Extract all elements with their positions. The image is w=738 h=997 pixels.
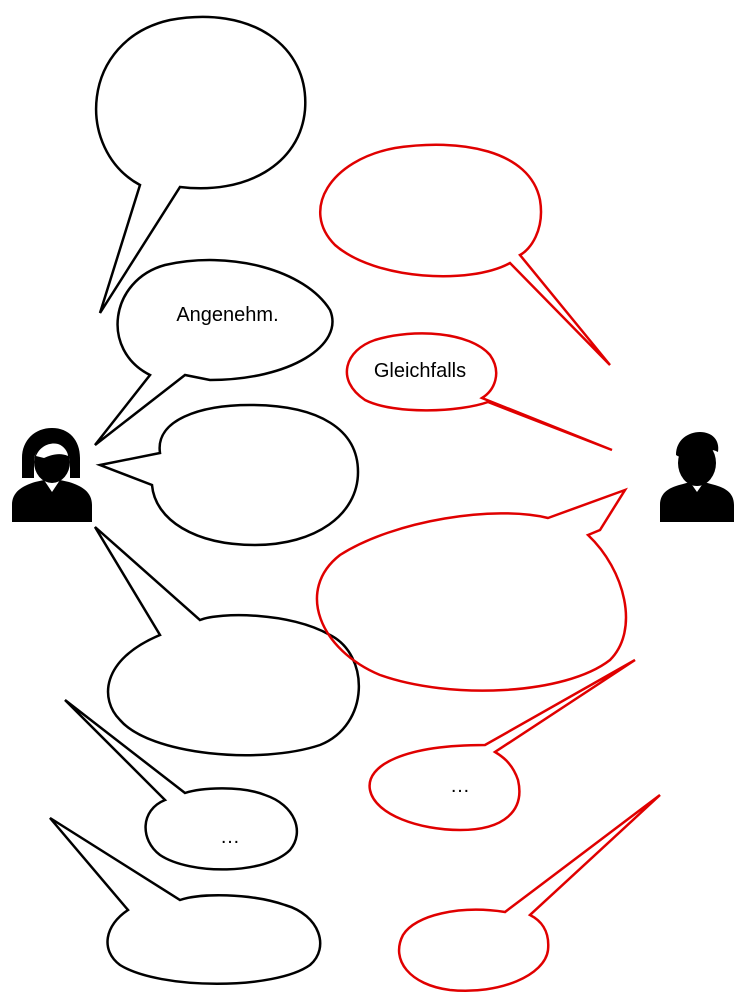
right-bubble-2: [345, 332, 613, 452]
right-bubble-3: [315, 487, 628, 692]
right-bubble-1: [318, 143, 611, 366]
left-bubble-1: [95, 15, 307, 314]
left-bubble-6: [49, 816, 322, 985]
right-bubble-5: [397, 794, 661, 992]
left-bubble-5: [64, 699, 299, 871]
left-bubble-3: [95, 403, 360, 547]
right-bubble-4: [368, 658, 636, 832]
right-bubble-2-text: Gleichfalls: [373, 360, 467, 382]
left-bubble-5-text: …: [220, 826, 240, 848]
left-bubble-2: [94, 258, 334, 446]
right-bubble-4-text: …: [450, 775, 470, 797]
woman-user-icon: [12, 428, 92, 522]
left-bubble-2-text: Angenehm.: [176, 304, 279, 326]
left-bubble-4: [93, 526, 361, 757]
man-user-icon: [660, 432, 734, 522]
